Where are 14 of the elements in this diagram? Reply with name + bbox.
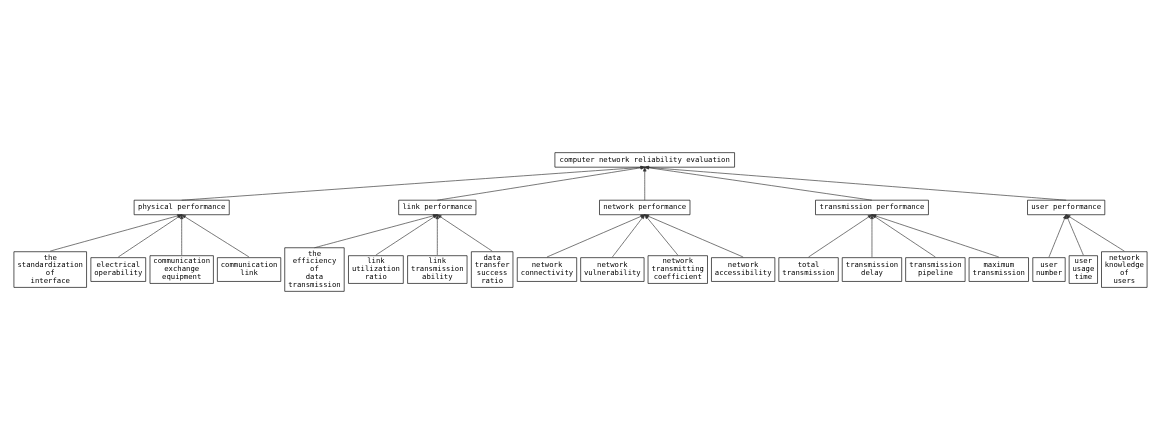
- arrow: [871, 213, 936, 257]
- arrow: [180, 213, 184, 255]
- arrow: [435, 213, 440, 255]
- arrow: [1048, 213, 1067, 257]
- arrow: [870, 213, 874, 257]
- arrow: [644, 165, 873, 201]
- arrow: [437, 213, 493, 251]
- arrow: [871, 213, 1000, 257]
- arrow: [644, 165, 1067, 201]
- arrow: [181, 213, 250, 257]
- arrow: [643, 166, 647, 201]
- arrow: [808, 213, 873, 257]
- arrow: [181, 165, 646, 201]
- arrow: [437, 165, 646, 201]
